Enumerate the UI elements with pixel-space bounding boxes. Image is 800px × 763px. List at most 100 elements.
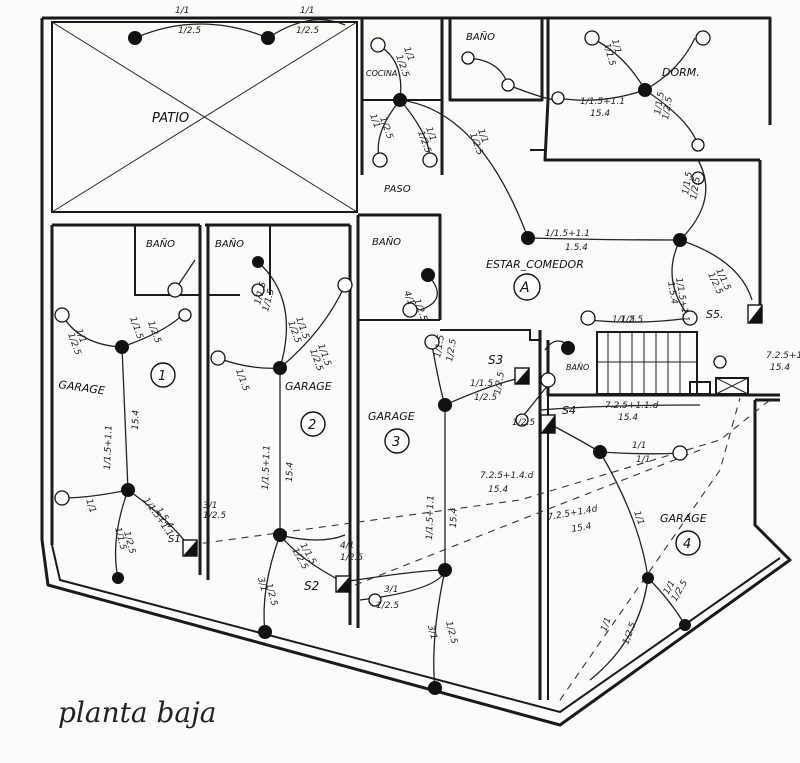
ceiling-light (121, 483, 135, 497)
ceiling-light (438, 563, 452, 577)
circuit-label: 3/1 (255, 576, 268, 593)
ceiling-light (521, 231, 535, 245)
ceiling-light (252, 256, 264, 268)
circuit-label: 7.2.5+1.1.d (605, 401, 659, 411)
circuit-label: 1/1.5 (681, 171, 695, 196)
switch-label-s5: S5. (706, 308, 723, 321)
wall-outlet (682, 310, 698, 326)
circuit-label: 1/1 (599, 616, 613, 633)
circuit-label: 1/1 (73, 328, 87, 345)
circuit-label: 7.2.5+1.4.d (480, 471, 534, 481)
circuit-label: 1/2.5 (661, 96, 675, 121)
circuit-label: 1/1 (636, 455, 650, 465)
circuit-label: 1/1 (300, 6, 314, 16)
circuit-label: 1/2.5 (443, 620, 459, 645)
panel-box-s2 (335, 575, 351, 593)
unit-number-4: 4 (683, 537, 691, 552)
ceiling-lights (112, 31, 691, 695)
room-label-garage: GARAGE (368, 410, 415, 423)
circuit-label: 1/1.5 (233, 368, 250, 393)
circuit-label: 1/2.5 (145, 320, 162, 345)
circuit-label: 1/1 (632, 441, 646, 451)
ceiling-light (273, 361, 287, 375)
wall-outlet (368, 593, 382, 607)
circuit-label: 1/2.5 (493, 371, 507, 396)
room-label-bano: BAÑO (146, 237, 175, 250)
circuit-label: 1/2.5 (376, 601, 399, 611)
ceiling-light (428, 681, 442, 695)
wall-outlet (424, 334, 440, 350)
circuit-label: 1/1.5 (470, 379, 493, 389)
wall-outlet (713, 355, 727, 369)
room-label-bano: BAÑO (215, 237, 244, 250)
wall-outlet (551, 91, 565, 105)
circuit-label: 15.4 (618, 413, 638, 423)
circuit-label: 1/2.5 (689, 176, 703, 201)
panel-box-s4 (540, 414, 556, 434)
switch-label-s4: S4 (562, 404, 576, 417)
circuit-label: 7.2.5+1.1 (766, 351, 800, 361)
wall-outlet (580, 310, 596, 326)
ceiling-light (673, 233, 687, 247)
room-label-estar: ESTAR_COMEDOR (486, 258, 584, 271)
circuit-label: 1/2.5 (620, 315, 643, 325)
switch-label-s2: S2 (304, 579, 319, 593)
room-label-garage: GARAGE (58, 378, 106, 397)
circuit-label: 1/1.5+1.1 (103, 425, 115, 470)
circuit-label: 1/1.5+1.1 (545, 229, 590, 239)
circuit-label: 15.4 (590, 109, 610, 119)
circuit-label: 1/1.5 (433, 334, 447, 359)
circuit-label: 1/1 (175, 6, 189, 16)
outlets (54, 30, 727, 607)
ceiling-light (679, 619, 691, 631)
room-labels: PATIO COCINA BAÑO DORM. PASO ESTAR_COMED… (58, 30, 707, 525)
circuit-label: 1/1 (401, 46, 415, 63)
circuit-label: 1.5.4 (665, 281, 679, 306)
ceiling-light (393, 93, 407, 107)
circuit-label: 3/1 (203, 501, 217, 511)
wall-outlet (337, 277, 353, 293)
ceiling-light (561, 341, 575, 355)
ceiling-light (642, 572, 654, 584)
wall-outlet (167, 282, 183, 298)
wall-outlet (691, 138, 705, 152)
circuit-label: 1/1.5+1.1 (425, 495, 437, 540)
circuit-label: 1/1.5 (127, 316, 144, 341)
wall-outlet (540, 372, 556, 388)
circuit-label: 1/1 (475, 128, 489, 145)
ceiling-light (115, 340, 129, 354)
ceiling-light (438, 398, 452, 412)
wall-outlet (372, 152, 388, 168)
circuit-label: 15.4 (571, 522, 593, 535)
circuit-label: 1/1.5+1.1 (580, 97, 625, 107)
wall-outlet (584, 30, 600, 46)
circuit-label: 1/2.5 (340, 553, 363, 563)
circuit-label: 1/1 (367, 113, 381, 130)
switch-label-s3: S3 (488, 353, 503, 367)
wall-outlet (422, 152, 438, 168)
unit-letter-a: A (519, 280, 530, 296)
wall-outlet (515, 413, 529, 427)
circuit-label: 1/1 (631, 510, 645, 527)
ceiling-light (638, 83, 652, 97)
panel-box-s3 (514, 367, 530, 385)
circuit-label: 4/1 (340, 541, 354, 551)
circuit-label: 1/1.5 (612, 315, 635, 325)
circuit-label: 1/1 (609, 38, 622, 55)
wall-outlet (461, 51, 475, 65)
patio-area (51, 21, 358, 213)
wall-outlet (251, 283, 265, 297)
wall-outlet (501, 78, 515, 92)
circuit-label: 1/2.5 (474, 393, 497, 403)
wall-outlet (672, 445, 688, 461)
plan-title: planta baja (58, 696, 216, 729)
ceiling-light (593, 445, 607, 459)
wall-outlet (54, 490, 70, 506)
ceiling-light (421, 268, 435, 282)
room-label-garage: GARAGE (660, 512, 707, 525)
unit-number-2: 2 (308, 418, 316, 433)
ceiling-light (128, 31, 142, 45)
wall-outlet (210, 350, 226, 366)
wall-outlet (54, 307, 70, 323)
circuit-label: 1/2.5 (621, 621, 638, 646)
